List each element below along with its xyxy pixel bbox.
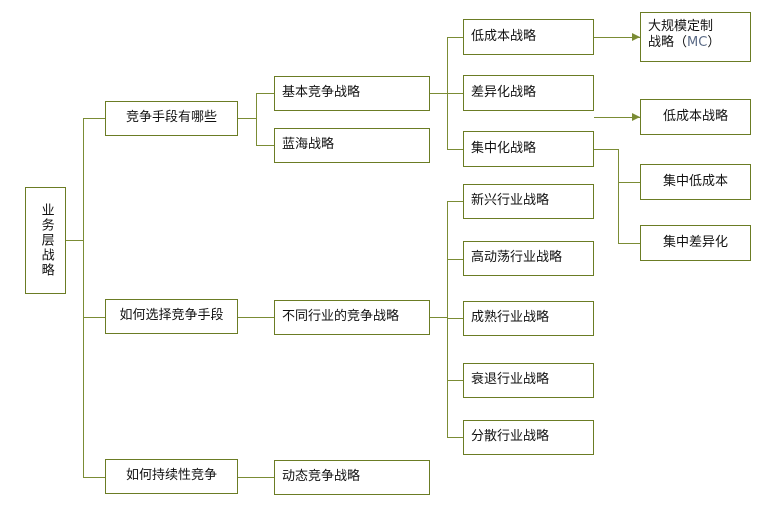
- node-l5-mc-abbr: MC: [687, 35, 708, 51]
- node-l5-focus-low-cost[interactable]: 集中低成本: [640, 164, 751, 200]
- node-l4-differentiation[interactable]: 差异化战略: [463, 75, 594, 111]
- node-l3-blue-ocean[interactable]: 蓝海战略: [274, 128, 430, 163]
- connector-l2-1-to-basic: [256, 93, 274, 94]
- node-l3-dynamic-strategy[interactable]: 动态竞争战略: [274, 460, 430, 495]
- node-l3-industry-strategy[interactable]: 不同行业的竞争战略: [274, 300, 430, 335]
- connector-trunk-to-l2-2: [83, 317, 105, 318]
- arrowhead-to-lowcost2-icon: [632, 113, 640, 121]
- node-l4-industry-emerging[interactable]: 新兴行业战略: [463, 184, 594, 219]
- node-l4-industry-mature-label: 成熟行业战略: [471, 310, 550, 326]
- node-l4-industry-turbulent[interactable]: 高动荡行业战略: [463, 241, 594, 276]
- node-l5-focus-differentiation-label: 集中差异化: [662, 234, 728, 250]
- node-l3-dynamic-strategy-label: 动态竞争战略: [282, 469, 361, 485]
- connector-main-trunk: [83, 118, 84, 477]
- connector-l2-1-to-blueocean: [256, 145, 274, 146]
- connector-focus-trunk: [618, 182, 619, 243]
- connector-basic-to-focus: [447, 149, 463, 150]
- node-l3-industry-strategy-label: 不同行业的竞争战略: [282, 309, 400, 325]
- node-l4-focus-label: 集中化战略: [471, 140, 537, 156]
- node-l3-basic-strategy-label: 基本竞争战略: [282, 85, 361, 101]
- node-l3-basic-strategy[interactable]: 基本竞争战略: [274, 76, 430, 111]
- node-l5-mass-customization-line1: 大规模定制: [648, 19, 714, 34]
- connector-lowcost-to-mc: [594, 37, 640, 38]
- node-l2-sustained-competition[interactable]: 如何持续性竞争: [105, 459, 238, 494]
- connector-basic-to-lowcost: [447, 37, 463, 38]
- node-l4-industry-turbulent-label: 高动荡行业战略: [471, 250, 563, 266]
- connector-l2-2-to-industry: [238, 317, 274, 318]
- arrowhead-to-mc-icon: [632, 33, 640, 41]
- connector-trunk-to-l2-3: [83, 477, 105, 478]
- connector-industry-to-1: [447, 201, 463, 202]
- connector-diff-to-lowcost2: [594, 117, 640, 118]
- node-l2-how-to-choose[interactable]: 如何选择竞争手段: [105, 299, 238, 334]
- node-l2-competition-means[interactable]: 竞争手段有哪些: [105, 101, 238, 136]
- node-l2-how-to-choose-label: 如何选择竞争手段: [119, 308, 224, 324]
- connector-l2-1-trunk: [256, 93, 257, 145]
- connector-industry-to-5: [447, 437, 463, 438]
- node-root-label: 业务层战略: [38, 203, 54, 278]
- connector-industry-stub: [430, 317, 447, 318]
- connector-industry-to-2: [447, 259, 463, 260]
- node-l4-low-cost[interactable]: 低成本战略: [463, 19, 594, 55]
- connector-industry-to-3: [447, 318, 463, 319]
- node-l5-mass-customization-line2: 战略（MC）: [648, 35, 743, 51]
- node-l4-industry-declining[interactable]: 衰退行业战略: [463, 363, 594, 398]
- node-l2-sustained-competition-label: 如何持续性竞争: [125, 468, 217, 484]
- node-l4-industry-declining-label: 衰退行业战略: [471, 372, 550, 388]
- node-l3-blue-ocean-label: 蓝海战略: [282, 137, 335, 153]
- connector-trunk-to-l2-1: [83, 118, 105, 119]
- node-l5-low-cost[interactable]: 低成本战略: [640, 99, 751, 135]
- node-l5-focus-differentiation[interactable]: 集中差异化: [640, 225, 751, 261]
- node-l5-mc-prefix: 战略（: [648, 35, 688, 51]
- node-l4-industry-emerging-label: 新兴行业战略: [471, 193, 550, 209]
- node-l5-mc-suffix: ）: [707, 35, 721, 51]
- connector-focus-trunk-up: [618, 149, 619, 182]
- node-l4-industry-mature[interactable]: 成熟行业战略: [463, 301, 594, 336]
- node-l4-industry-fragmented[interactable]: 分散行业战略: [463, 420, 594, 455]
- node-l5-mass-customization[interactable]: 大规模定制 战略（MC）: [640, 12, 751, 62]
- node-l5-focus-low-cost-label: 集中低成本: [662, 173, 728, 189]
- connector-industry-trunk: [447, 201, 448, 437]
- node-root[interactable]: 业务层战略: [25, 187, 66, 294]
- node-l4-focus[interactable]: 集中化战略: [463, 131, 594, 167]
- connector-focus-stub: [594, 149, 618, 150]
- node-l4-differentiation-label: 差异化战略: [471, 84, 537, 100]
- connector-basic-to-diff: [447, 93, 463, 94]
- connector-l2-3-to-dynamic: [238, 477, 274, 478]
- connector-focus-to-lowcost: [618, 182, 640, 183]
- node-l5-low-cost-label: 低成本战略: [662, 108, 728, 124]
- node-l2-competition-means-label: 竞争手段有哪些: [125, 110, 217, 126]
- connector-industry-to-4: [447, 380, 463, 381]
- connector-focus-to-diff: [618, 243, 640, 244]
- connector-l2-1-stub: [238, 118, 256, 119]
- connector-basic-stub: [430, 93, 447, 94]
- node-l4-industry-fragmented-label: 分散行业战略: [471, 429, 550, 445]
- connector-root-stub: [66, 240, 83, 241]
- node-l4-low-cost-label: 低成本战略: [471, 28, 537, 44]
